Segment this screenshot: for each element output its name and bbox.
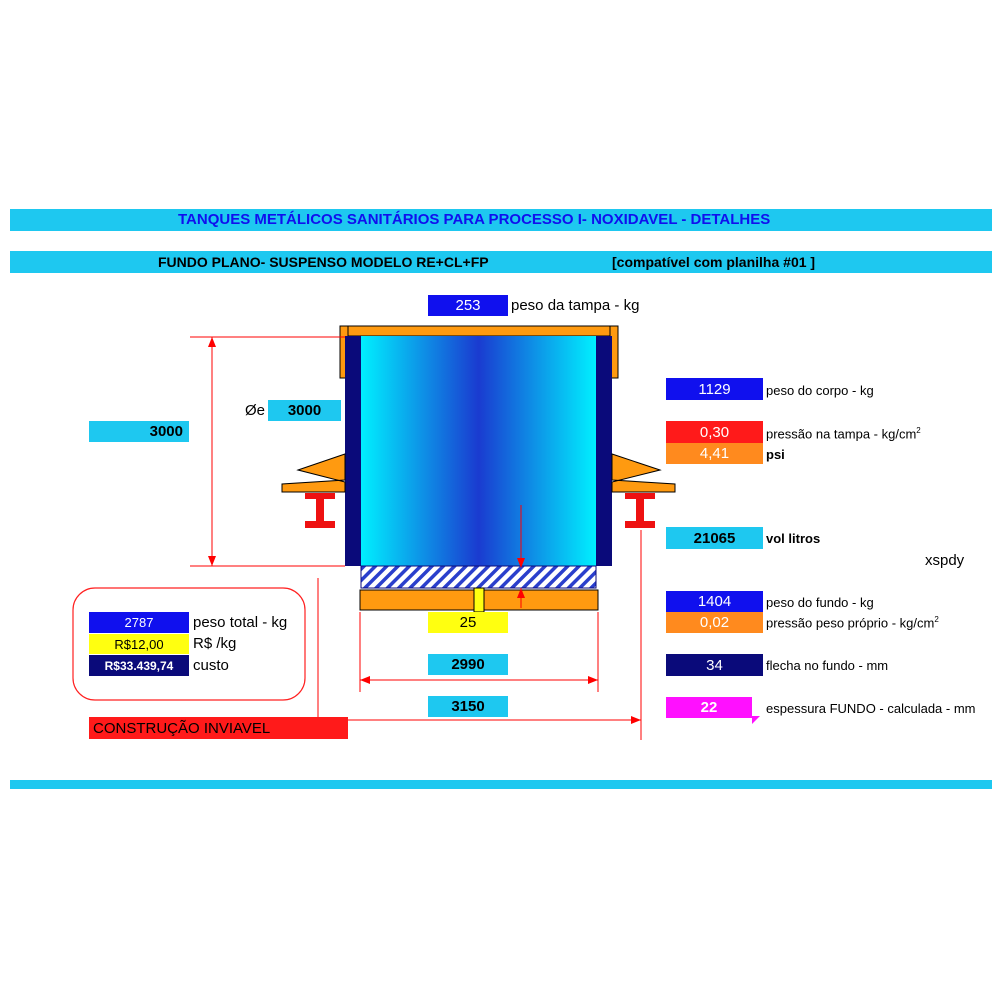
right-ibeam-bottom: [625, 521, 655, 528]
price-per-kg-value: R$12,00: [89, 634, 189, 654]
right-ibeam-top: [625, 493, 655, 499]
self-pressure-label-sup: 2: [934, 615, 939, 624]
cost-panel-frame: [72, 587, 306, 701]
lid-pressure-label-text: pressão na tampa - kg/cm: [766, 426, 917, 442]
deflection-value: 34: [666, 654, 763, 676]
self-pressure-value: 0,02: [666, 612, 763, 633]
price-per-kg-label: R$ /kg: [193, 635, 237, 652]
deflection-arrow-up: [517, 588, 525, 598]
base-stem: [473, 587, 485, 613]
footer-bar: [10, 780, 992, 789]
deflection-arrow-down: [517, 558, 525, 568]
external-width-value: 3150: [428, 696, 508, 717]
note-marker: [752, 716, 760, 724]
height-value: 3000: [89, 421, 189, 442]
thickness-label: espessura FUNDO - calculada - mm: [766, 701, 976, 716]
tank-lid: [339, 325, 619, 337]
tank-body: [361, 336, 596, 566]
cost-value: R$33.439,74: [89, 655, 189, 676]
right-ibeam-web: [636, 499, 644, 521]
internal-width-value: 2990: [428, 654, 508, 675]
lid-pressure-label-sup: 2: [916, 426, 921, 435]
compat-note: [compatível com planilha #01 ]: [612, 254, 816, 270]
total-weight-label: peso total - kg: [193, 614, 288, 631]
lid-pressure-label: pressão na tampa - kg/cm2: [766, 426, 921, 441]
body-weight-value: 1129: [666, 378, 763, 400]
diameter-value: 3000: [268, 400, 341, 421]
left-bracket: [281, 453, 346, 493]
body-weight-label: peso do corpo - kg: [766, 383, 874, 398]
psi-label: psi: [766, 447, 785, 462]
volume-value: 21065: [666, 527, 763, 549]
psi-value: 4,41: [666, 443, 763, 464]
tampa-weight-label: peso da tampa - kg: [511, 297, 640, 314]
self-pressure-label: pressão peso próprio - kg/cm2: [766, 615, 939, 630]
tank-bottom-plate: [360, 565, 597, 589]
tampa-weight-value: 253: [428, 295, 508, 316]
self-pressure-label-text: pressão peso próprio - kg/cm: [766, 615, 935, 631]
model-subtitle: FUNDO PLANO- SUSPENSO MODELO RE+CL+FP: [158, 254, 489, 270]
cost-label: custo: [193, 657, 229, 674]
tank-wall-left: [345, 336, 361, 566]
left-ibeam-top: [305, 493, 335, 499]
thickness-value: 22: [666, 697, 752, 718]
page-title: TANQUES METÁLICOS SANITÁRIOS PARA PROCES…: [178, 211, 771, 228]
status-badge: CONSTRUÇÃO INVIAVEL: [89, 717, 348, 739]
left-ibeam-bottom: [305, 521, 335, 528]
subtitle-bar: [10, 251, 992, 273]
bottom-weight-value: 1404: [666, 591, 763, 612]
tank-wall-right: [596, 336, 612, 566]
bottom-weight-label: peso do fundo - kg: [766, 595, 874, 610]
watermark-text: xspdy: [925, 552, 965, 569]
total-weight-value: 2787: [89, 612, 189, 633]
left-ibeam-web: [316, 499, 324, 521]
volume-label: vol litros: [766, 531, 821, 546]
support-value: 25: [428, 612, 508, 633]
title-bar: [10, 209, 992, 231]
diameter-prefix: Øe: [245, 402, 266, 419]
lid-pressure-value: 0,30: [666, 421, 763, 443]
deflection-label: flecha no fundo - mm: [766, 658, 889, 673]
right-bracket: [611, 453, 676, 493]
